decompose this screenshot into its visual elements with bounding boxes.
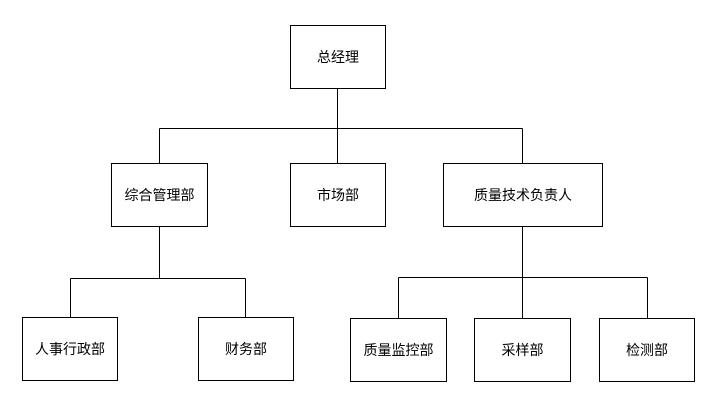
node-box [290, 163, 386, 227]
node-box [474, 318, 571, 382]
node-general-manager: 总经理 [290, 25, 386, 89]
node-label: 质量技术负责人 [474, 188, 572, 204]
node-box [350, 318, 447, 382]
node-hr-admin-dept: 人事行政部 [22, 317, 118, 381]
node-finance-dept: 财务部 [198, 317, 294, 381]
node-box [198, 317, 294, 381]
connectors [70, 89, 648, 318]
node-label: 采样部 [502, 343, 544, 359]
node-quality-monitoring-dept: 质量监控部 [350, 318, 447, 382]
node-box [599, 318, 695, 382]
node-label: 人事行政部 [35, 342, 105, 358]
node-marketing-dept: 市场部 [290, 163, 386, 227]
node-label: 检测部 [626, 343, 668, 359]
node-sampling-dept: 采样部 [474, 318, 571, 382]
node-box [290, 25, 386, 89]
node-general-management-dept: 综合管理部 [111, 163, 208, 227]
node-box [22, 317, 118, 381]
node-label: 质量监控部 [364, 343, 434, 359]
node-quality-technical-head: 质量技术负责人 [443, 163, 603, 227]
node-label: 总经理 [317, 50, 359, 66]
node-box [443, 163, 603, 227]
node-box [111, 163, 208, 227]
node-label: 综合管理部 [125, 188, 195, 204]
node-label: 财务部 [225, 342, 267, 358]
node-testing-dept: 检测部 [599, 318, 695, 382]
node-label: 市场部 [317, 187, 359, 204]
